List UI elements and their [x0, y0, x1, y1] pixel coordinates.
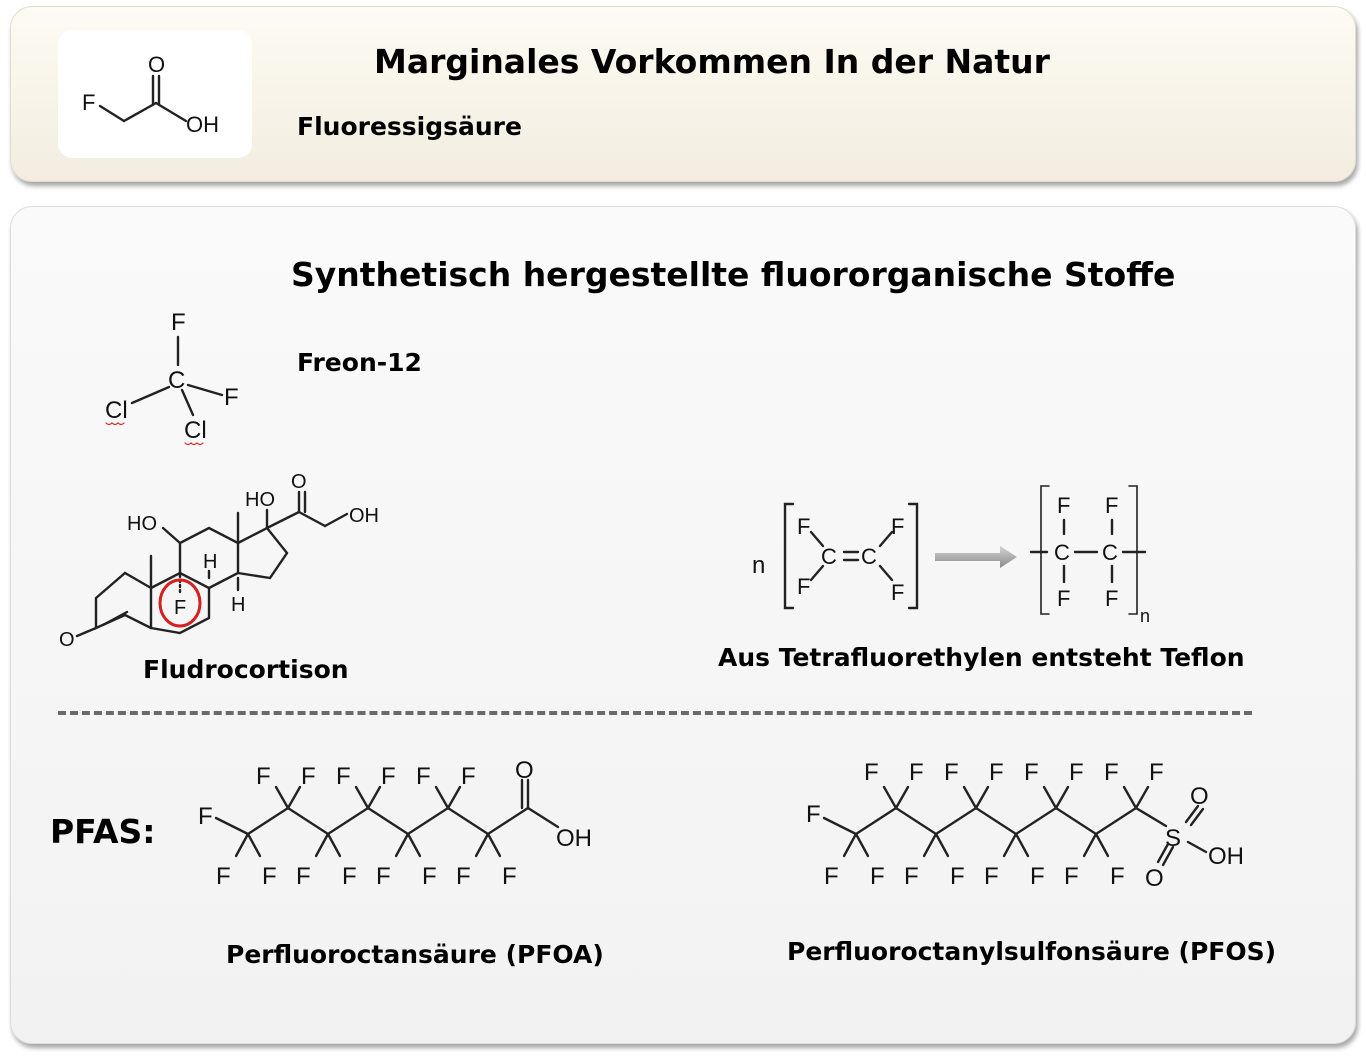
svg-text:OH: OH — [1208, 843, 1244, 870]
svg-text:n: n — [752, 552, 765, 579]
svg-text:F: F — [891, 514, 904, 539]
svg-text:F: F — [422, 863, 437, 890]
svg-text:C: C — [1102, 540, 1118, 565]
svg-text:F: F — [336, 763, 351, 790]
svg-text:HO: HO — [245, 489, 275, 511]
svg-text:F: F — [909, 759, 924, 786]
svg-text:O: O — [148, 52, 165, 77]
svg-text:F: F — [416, 763, 431, 790]
svg-text:F: F — [1057, 493, 1070, 518]
svg-text:F: F — [198, 803, 213, 830]
svg-text:F: F — [376, 863, 391, 890]
svg-text:F: F — [1104, 759, 1119, 786]
svg-text:F: F — [1105, 493, 1118, 518]
svg-text:F: F — [891, 580, 904, 605]
svg-text:F: F — [797, 574, 810, 599]
svg-text:F: F — [216, 863, 231, 890]
fludrocortison-structure: O HO HO O OH H H F — [59, 471, 379, 651]
svg-text:F: F — [502, 863, 517, 890]
svg-text:F: F — [381, 763, 396, 790]
synthetic-compounds-panel — [10, 206, 1356, 1044]
svg-text:C: C — [821, 544, 837, 569]
svg-text:F: F — [984, 863, 999, 890]
svg-text:n: n — [1140, 606, 1150, 626]
svg-text:F: F — [262, 863, 277, 890]
svg-text:F: F — [870, 863, 885, 890]
svg-text:F: F — [342, 863, 357, 890]
svg-text:F: F — [82, 90, 95, 115]
svg-text:F: F — [864, 759, 879, 786]
pfoa-structure: F OH O F F F F F F F F F F F F F F — [198, 757, 592, 890]
fluoroacetic-acid-structure: F O OH — [82, 52, 219, 137]
natural-title: Marginales Vorkommen In der Natur — [374, 42, 1050, 81]
svg-text:F: F — [944, 759, 959, 786]
svg-text:Cl: Cl — [105, 397, 128, 424]
freon-12-structure: F C F Cl Cl — [105, 309, 239, 446]
svg-text:F: F — [256, 763, 271, 790]
svg-text:F: F — [456, 863, 471, 890]
svg-text:H: H — [231, 594, 245, 616]
teflon-reaction-scheme: n F C C F F F n C C F F F F — [752, 485, 1150, 626]
svg-text:F: F — [461, 763, 476, 790]
svg-text:F: F — [797, 514, 810, 539]
svg-text:F: F — [224, 384, 239, 411]
svg-text:F: F — [1149, 759, 1164, 786]
svg-text:F: F — [171, 309, 186, 336]
svg-text:OH: OH — [349, 505, 379, 527]
svg-text:OH: OH — [186, 112, 219, 137]
pfos-label: Perfluoroctanylsulfonsäure (PFOS) — [787, 937, 1277, 966]
svg-text:C: C — [861, 544, 877, 569]
svg-text:F: F — [1064, 863, 1079, 890]
svg-text:F: F — [824, 863, 839, 890]
svg-text:F: F — [904, 863, 919, 890]
svg-text:OH: OH — [556, 825, 592, 852]
svg-text:F: F — [1030, 863, 1045, 890]
synthetic-title: Synthetisch hergestellte fluororganische… — [291, 255, 1176, 294]
svg-text:F: F — [806, 801, 821, 828]
svg-text:F: F — [174, 597, 186, 619]
svg-text:O: O — [515, 757, 534, 784]
svg-text:O: O — [59, 629, 75, 651]
svg-text:O: O — [291, 471, 307, 493]
svg-text:C: C — [168, 367, 185, 394]
svg-text:F: F — [1069, 759, 1084, 786]
svg-text:F: F — [950, 863, 965, 890]
svg-text:C: C — [1054, 540, 1070, 565]
pfas-label: PFAS: — [50, 812, 156, 851]
svg-text:F: F — [1105, 586, 1118, 611]
svg-text:S: S — [1165, 825, 1181, 852]
svg-text:Cl: Cl — [184, 417, 207, 444]
svg-text:O: O — [1190, 783, 1209, 810]
pfos-structure: F S O OH O F F F F F F F F F F F F F F F… — [806, 759, 1244, 892]
svg-text:F: F — [296, 863, 311, 890]
svg-text:F: F — [1024, 759, 1039, 786]
svg-text:H: H — [203, 551, 217, 573]
svg-text:F: F — [1057, 586, 1070, 611]
section-divider — [58, 711, 1252, 715]
pfoa-label: Perfluoroctansäure (PFOA) — [226, 940, 604, 969]
svg-text:F: F — [989, 759, 1004, 786]
teflon-label: Aus Tetrafluorethylen entsteht Teflon — [718, 643, 1245, 672]
fluoroacetic-acid-label: Fluoressigsäure — [297, 112, 522, 141]
fludrocortison-label: Fludrocortison — [143, 655, 349, 684]
freon-12-label: Freon-12 — [297, 348, 422, 377]
svg-text:F: F — [301, 763, 316, 790]
svg-text:O: O — [1145, 865, 1164, 892]
fluoroacetic-acid-structure-box: F O OH — [58, 30, 252, 158]
svg-text:HO: HO — [127, 513, 157, 535]
svg-text:F: F — [1110, 863, 1125, 890]
